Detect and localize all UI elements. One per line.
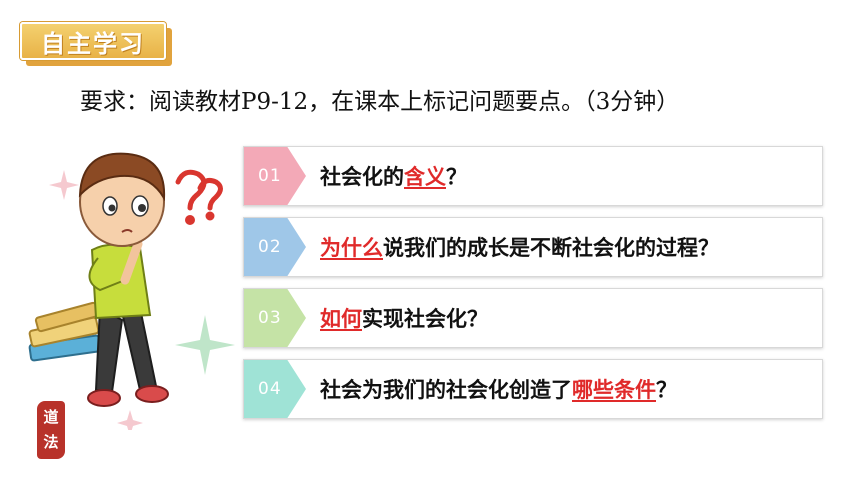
question-number: 02 [258,237,282,257]
question-keyword: 含义 [404,165,446,189]
question-row-1: 01 社会化的含义？ [243,146,823,206]
question-keyword: 哪些条件 [572,378,656,402]
question-text-part: 社会化的 [320,165,404,189]
head [78,152,166,247]
question-text: 如何实现社会化？ [320,289,488,347]
question-number-badge: 01 [244,147,306,205]
question-number: 01 [258,166,282,186]
sparkle-icon [49,170,79,200]
sparkle-icon [117,410,143,430]
arm [88,257,126,292]
question-text-part: ？ [656,378,677,402]
section-tag: 自主学习 [20,22,172,66]
question-keyword: 如何 [320,307,362,331]
question-number-badge: 03 [244,289,306,347]
question-text-part: 实现社会化？ [362,307,488,331]
legs [87,306,169,407]
seal-char: 道 [43,408,59,426]
question-number: 03 [258,308,282,328]
requirement-text: 要求：阅读教材P9-12，在课本上标记问题要点。（3分钟） [80,89,680,115]
question-row-3: 03 如何实现社会化？ [243,288,823,348]
section-tag-face: 自主学习 [20,22,166,60]
question-text-part: ？ [446,165,467,189]
question-text-part: 说我们的成长是不断社会化的过程？ [383,236,719,260]
question-number-badge: 04 [244,360,306,418]
question-keyword: 为什么 [320,236,383,260]
thinking-boy-icon [28,152,235,430]
section-tag-label: 自主学习 [41,29,145,58]
question-text: 社会化的含义？ [320,147,467,205]
question-mark-icon [175,169,223,225]
question-text: 为什么说我们的成长是不断社会化的过程？ [320,218,719,276]
question-row-2: 02 为什么说我们的成长是不断社会化的过程？ [243,217,823,277]
books-icon [28,301,102,362]
question-number-badge: 02 [244,218,306,276]
question-number: 04 [258,379,282,399]
question-row-4: 04 社会为我们的社会化创造了哪些条件？ [243,359,823,419]
sparkle-icon [175,315,235,375]
hand [120,239,143,285]
question-text: 社会为我们的社会化创造了哪些条件？ [320,360,677,418]
question-text-part: 社会为我们的社会化创造了 [320,378,572,402]
seal-char: 法 [43,433,59,451]
seal-stamp: 道法 [37,401,65,459]
